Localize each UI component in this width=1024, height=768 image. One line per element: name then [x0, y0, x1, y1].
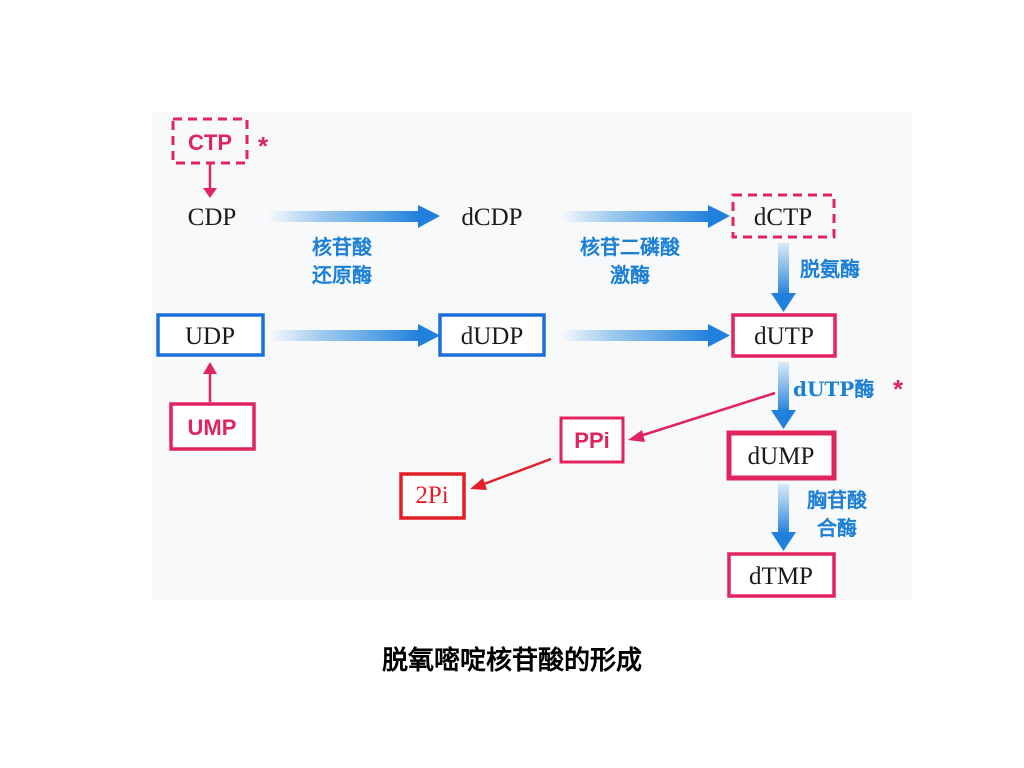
- ctp-node: CTP: [171, 117, 249, 165]
- udp-node: UDP: [156, 313, 265, 357]
- dcdp-label: dCDP: [461, 204, 522, 231]
- ctp-star: *: [258, 131, 269, 161]
- cdp-label: CDP: [188, 204, 237, 231]
- ctp-to-cdp-arrow: [203, 163, 217, 198]
- enzyme-dutpase: dUTP酶: [793, 377, 874, 401]
- dudp-to-dutp-arrow: [560, 324, 730, 347]
- enzyme-reductase-line1: 核苷酸: [312, 235, 373, 259]
- figure-caption: 脱氧嘧啶核苷酸的形成: [381, 646, 642, 676]
- dutp-label: dUTP: [754, 323, 814, 350]
- dutp-node: dUTP: [731, 313, 837, 358]
- dutp-to-dump-arrow: [771, 362, 796, 429]
- dutp-to-ppi-arrow: [628, 391, 776, 442]
- enzyme-synthase-line1: 胸苷酸: [807, 488, 868, 512]
- ump-node: UMP: [169, 402, 256, 451]
- dudp-label: dUDP: [461, 323, 524, 350]
- dump-node: dUMP: [726, 430, 837, 481]
- two-pi-node: 2Pi: [399, 472, 466, 520]
- ppi-to-2pi-arrow: [470, 457, 552, 490]
- dtmp-node: dTMP: [727, 552, 836, 598]
- udp-label: UDP: [185, 323, 235, 350]
- enzyme-kinase-line2: 激酶: [610, 263, 650, 287]
- dcdp-to-dctp-arrow: [560, 205, 730, 228]
- dtmp-label: dTMP: [749, 563, 813, 590]
- two-pi-label: 2Pi: [415, 482, 448, 509]
- enzyme-kinase-line1: 核苷二磷酸: [580, 235, 681, 259]
- ppi-label: PPi: [574, 428, 609, 453]
- dctp-to-dutp-arrow: [771, 243, 796, 312]
- cdp-to-dcdp-arrow: [268, 205, 440, 228]
- udp-to-dudp-arrow: [270, 324, 440, 347]
- dutpase-star: *: [893, 374, 904, 404]
- dump-to-dtmp-arrow: [771, 484, 796, 551]
- enzyme-synthase-line2: 合酶: [817, 516, 857, 540]
- ump-label: UMP: [188, 415, 237, 440]
- ctp-label: CTP: [188, 130, 232, 155]
- dump-label: dUMP: [748, 443, 815, 470]
- dctp-label: dCTP: [754, 204, 812, 231]
- ump-to-udp-arrow: [203, 362, 217, 402]
- ppi-node: PPi: [559, 416, 625, 464]
- dudp-node: dUDP: [438, 313, 546, 357]
- dctp-node: dCTP: [731, 193, 836, 239]
- enzyme-deaminase: 脱氨酶: [800, 257, 860, 281]
- enzyme-reductase-line2: 还原酶: [311, 263, 372, 287]
